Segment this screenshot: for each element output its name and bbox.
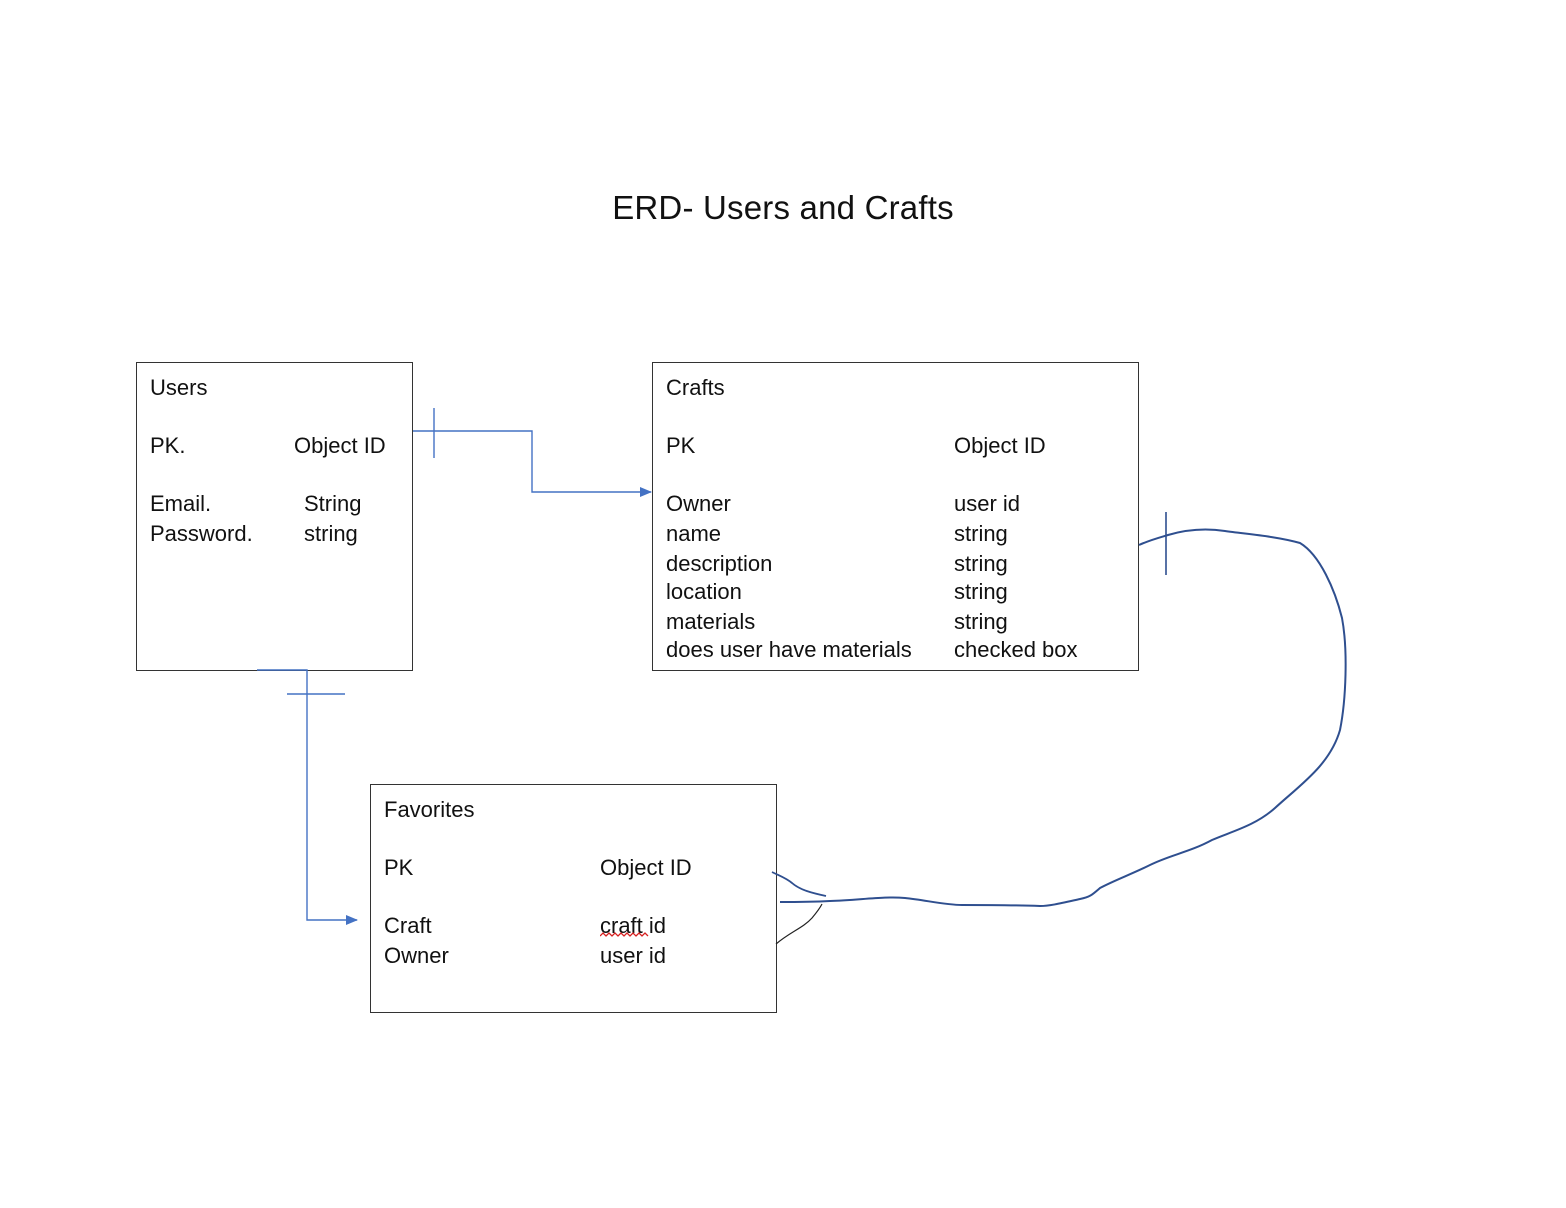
many-marker-lower <box>775 903 823 945</box>
entity-users[interactable]: Users PK. Object ID Email. String Passwo… <box>136 362 413 671</box>
entity-crafts[interactable]: Crafts PK Object ID Owner user id name s… <box>652 362 1139 671</box>
entity-favorites[interactable]: Favorites PK Object ID Craft craft id Ow… <box>370 784 777 1013</box>
connector-users-favorites[interactable] <box>257 669 358 925</box>
field-label: location <box>666 579 742 604</box>
field-type: string <box>304 521 358 546</box>
field-type: String <box>304 491 362 516</box>
field-type: craft id <box>600 913 667 938</box>
field-label: Password. <box>150 521 253 546</box>
diagram-title: ERD- Users and Crafts <box>612 189 954 226</box>
field-label: Craft <box>384 913 432 938</box>
field-label: name <box>666 521 722 546</box>
entity-name: Crafts <box>666 375 725 400</box>
pk-label: PK <box>666 433 696 458</box>
pk-type: Object ID <box>954 433 1046 458</box>
pk-type: Object ID <box>600 855 692 880</box>
entity-name: Users <box>150 375 208 400</box>
field-label: Owner <box>666 491 731 516</box>
many-marker-upper <box>771 871 827 897</box>
connector-crafts-favorites[interactable] <box>779 528 1347 908</box>
field-label: does user have materials <box>666 637 912 662</box>
field-type: user id <box>954 491 1021 516</box>
connector-users-crafts[interactable] <box>413 430 652 497</box>
field-type: string <box>954 521 1008 546</box>
field-label: description <box>666 551 773 576</box>
entity-name: Favorites <box>384 797 475 822</box>
pk-label: PK <box>384 855 414 880</box>
field-label: Owner <box>384 943 449 968</box>
field-type: checked box <box>954 637 1078 662</box>
field-type: user id <box>600 943 667 968</box>
field-label: Email. <box>150 491 212 516</box>
field-type: string <box>954 609 1008 634</box>
field-type: string <box>954 551 1008 576</box>
pk-label: PK. <box>150 433 186 458</box>
pk-type: Object ID <box>294 433 386 458</box>
field-label: materials <box>666 609 756 634</box>
field-type: string <box>954 579 1008 604</box>
